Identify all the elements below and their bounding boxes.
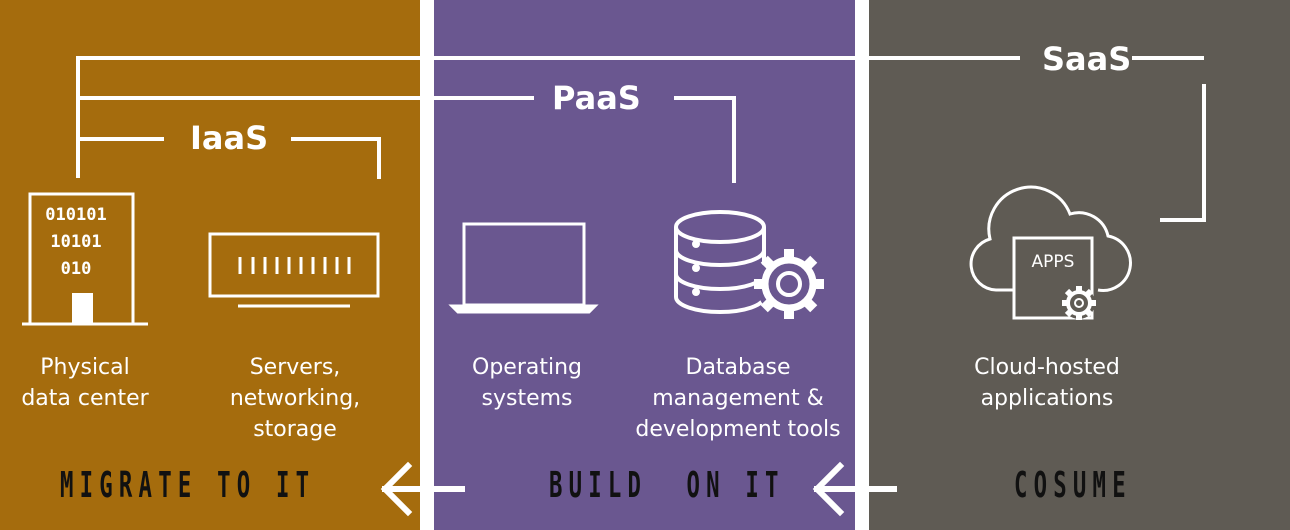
saas-bracket-end [1160, 84, 1206, 222]
saas-bracket-line [76, 56, 1020, 178]
action-migrate: MIGRATE TO IT [60, 465, 316, 506]
tier-label-paas: PaaS [552, 79, 641, 117]
building-icon [22, 192, 148, 326]
building-binary-text: 010101 10101 010 [45, 205, 107, 279]
tier-label-iaas: IaaS [190, 119, 269, 157]
arrow-left-icon [380, 461, 465, 517]
iaas-bracket-right [291, 137, 381, 179]
cloud-apps-icon [969, 185, 1132, 320]
arrow-left-icon [812, 461, 897, 517]
database-gear-icon [674, 210, 824, 319]
tier-label-saas: SaaS [1042, 40, 1132, 78]
caption-operating-systems: Operating systems [472, 355, 582, 411]
laptop-icon [448, 222, 599, 314]
apps-label: APPS [1031, 252, 1075, 272]
action-consume: COSUME [1014, 465, 1132, 506]
caption-physical-data-center: Physical data center [21, 355, 149, 411]
caption-cloud-apps: Cloud-hosted applications [974, 355, 1120, 411]
action-build: BUILD ON IT [549, 465, 785, 506]
server-rack-icon [208, 232, 380, 308]
caption-servers: Servers, networking, storage [229, 355, 361, 442]
paas-bracket-right [674, 96, 736, 183]
caption-database-tools: Database management & development tools [635, 355, 841, 442]
